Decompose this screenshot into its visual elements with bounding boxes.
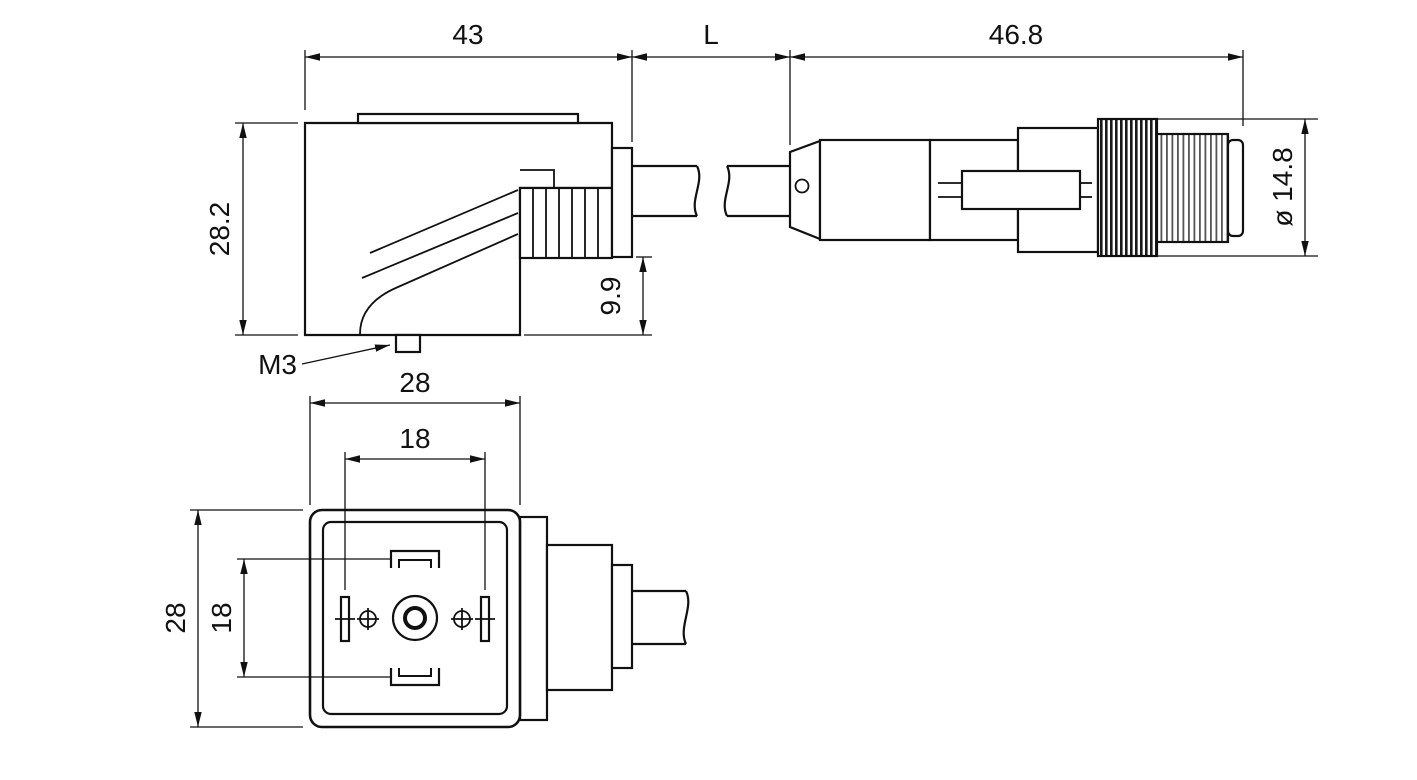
cable-gland-ribs [518,186,614,260]
thread [1155,132,1230,244]
cable-break-left [693,165,701,217]
latch-detail [520,169,555,187]
dim-front-contact-spacing-v-18: 18 [206,558,390,678]
knurled-nut [1096,117,1159,258]
dim-connector-length-46-8: 46.8 [789,19,1244,145]
dim-9-9-label: 9.9 [595,277,626,316]
dim-body-height-28-2: 28.2 [204,122,298,336]
ground-symbol-right [451,608,473,630]
cable-break-right [723,165,731,217]
dim-diameter-14-8: ø 14.8 [1105,118,1318,257]
dim-43-label: 43 [452,19,483,50]
dim-outlet-offset-9-9: 9.9 [524,256,652,336]
front-gland-b [610,563,634,670]
front-dim-pin-spacing-h-label: 18 [399,423,430,454]
front-cable-break [682,590,690,645]
relief-hole [794,178,810,194]
dim-28-2-label: 28.2 [204,202,235,257]
m3-label: M3 [258,349,297,380]
front-view [308,508,690,729]
connector-tip [1226,138,1245,238]
plug-lid [356,112,580,125]
cable-segment-right [727,164,790,218]
cable-run [632,164,790,218]
front-dim-height-label: 28 [160,602,191,633]
front-cable [632,589,686,646]
cable-entry-stub [610,146,634,259]
front-dim-width-label: 28 [399,367,430,398]
connector-sleeve [818,138,932,242]
center-hole-inner [403,606,427,630]
contact-bottom [389,668,441,687]
front-dim-pin-spacing-v-label: 18 [206,602,237,633]
label-window [960,169,1082,211]
internal-cable-channel [359,189,519,335]
gland-rib-lines [532,189,599,257]
dimensions: 43 L 46.8 28.2 9.9 M3 [160,19,1318,728]
bend-relief [788,139,822,241]
dim-46-8-label: 46.8 [989,19,1044,50]
contact-top [389,549,441,568]
dim-cable-length-L: L [632,19,790,61]
dim-depth-43: 43 [304,19,633,142]
m3-screw-tab [394,333,422,354]
m3-callout: M3 [258,344,391,380]
front-gland-a [545,543,614,692]
side-view [303,112,634,354]
label-window-lines [938,182,1092,198]
ground-symbol-left [357,608,379,630]
dim-diameter-label: ø 14.8 [1267,147,1298,226]
mounting-flange [518,515,549,722]
dim-front-width-28: 28 [309,367,521,505]
connector-view [788,117,1245,258]
dim-L-label: L [703,19,719,50]
cable-segment-left [632,164,697,218]
dim-front-contact-spacing-h-18: 18 [344,423,486,590]
dim-front-height-28: 28 [160,509,303,728]
